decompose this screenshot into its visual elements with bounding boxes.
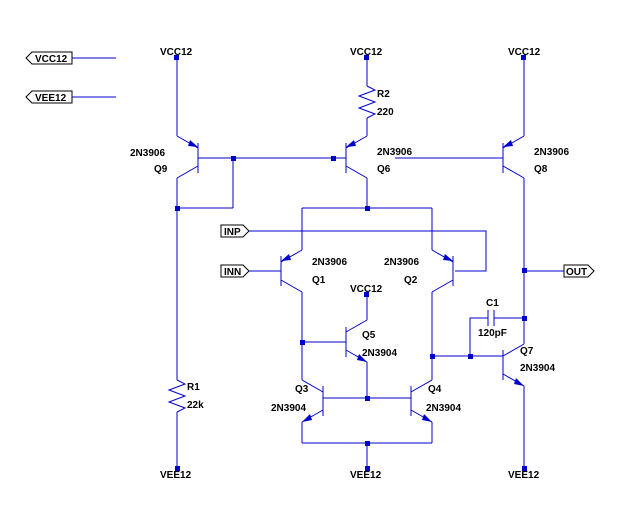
resistor-r1 [167,208,187,468]
q9-ref: Q9 [154,164,168,175]
q8-model: 2N3906 [534,147,569,158]
port-vee12: VEE12 [25,90,116,104]
port-vcc12: VCC12 [25,51,116,65]
port-inp: INP [220,224,250,238]
q1-model: 2N3906 [312,257,347,268]
rail-vee-q7: VEE12 [508,470,540,481]
q9-model: 2N3906 [130,148,165,159]
transistor-q8 [502,58,525,318]
r2-ref: R2 [377,89,390,100]
transistor-q9 [176,58,233,208]
rail-vee-mid: VEE12 [350,470,382,481]
r1-value: 22k [187,400,204,411]
port-inn: INN [220,264,250,278]
q3-ref: Q3 [295,384,309,395]
c1-value: 120pF [478,328,507,339]
q4-ref: Q4 [428,384,442,395]
transistor-q4 [410,379,433,443]
q7-model: 2N3904 [520,363,555,374]
q5-model: 2N3904 [362,348,397,359]
rail-vcc-q5: VCC12 [350,284,383,295]
q4-model: 2N3904 [426,403,461,414]
q6-ref: Q6 [377,164,391,175]
resistor-r2 [357,58,377,136]
q3-model: 2N3904 [271,403,306,414]
rail-vee-r1: VEE12 [160,470,192,481]
q2-ref: Q2 [404,275,418,286]
port-vee12-label: VEE12 [35,93,67,104]
port-out: OUT [563,264,595,278]
transistor-q3 [301,379,324,443]
r2-value: 220 [377,107,394,118]
c1-ref: C1 [486,298,499,309]
transistor-q7 [502,318,525,468]
q1-ref: Q1 [312,275,326,286]
port-inn-label: INN [224,267,241,278]
transistor-q1 [280,249,303,380]
rail-vcc-q9: VCC12 [160,47,193,58]
q7-ref: Q7 [520,346,534,357]
transistor-q2 [431,249,454,380]
q5-ref: Q5 [362,330,376,341]
transistor-q5 [302,295,368,398]
rail-vcc-q8: VCC12 [508,47,541,58]
transistor-q6 [334,135,368,208]
capacitor-c1 [469,310,524,356]
q8-ref: Q8 [534,164,548,175]
port-out-label: OUT [566,267,587,278]
rail-vcc-r2: VCC12 [350,47,383,58]
port-inp-label: INP [224,227,241,238]
q6-model: 2N3906 [377,147,412,158]
q2-model: 2N3906 [384,257,419,268]
r1-ref: R1 [187,382,200,393]
port-vcc12-label: VCC12 [35,54,68,65]
